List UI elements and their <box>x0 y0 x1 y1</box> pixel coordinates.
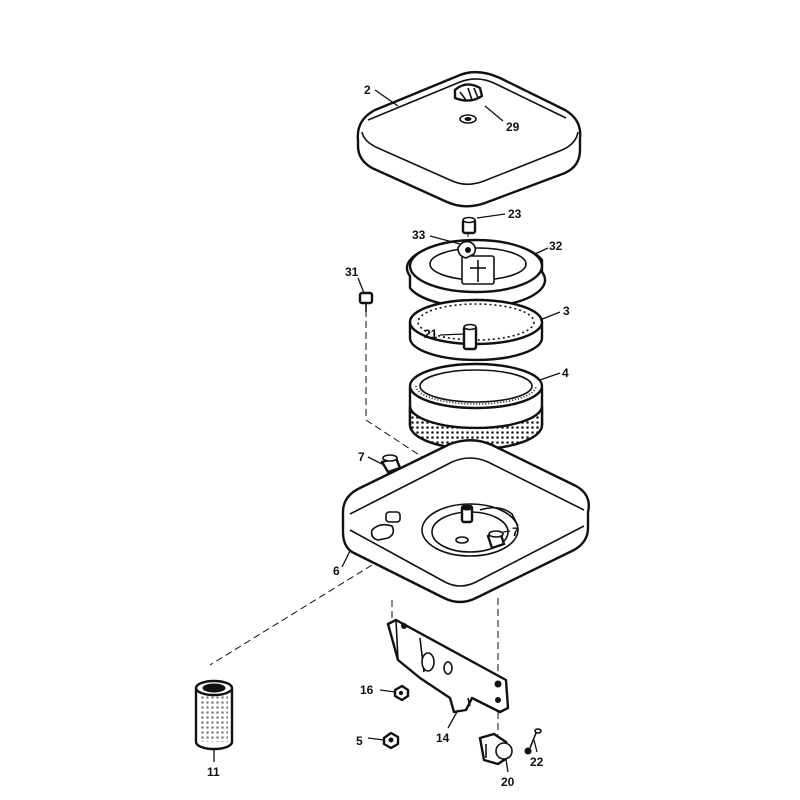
screw <box>358 291 374 312</box>
callout-7-lower: 7 <box>512 525 519 539</box>
callout-6: 6 <box>333 564 340 578</box>
callout-11: 11 <box>207 765 220 779</box>
spacer <box>461 216 477 235</box>
clip <box>457 240 477 259</box>
stud <box>462 323 478 351</box>
filter-top-ring <box>405 238 547 309</box>
callout-20: 20 <box>501 775 515 789</box>
base-stud <box>460 504 474 524</box>
callout-31: 31 <box>345 265 359 279</box>
callout-29: 29 <box>506 120 520 134</box>
callout-23: 23 <box>508 207 522 221</box>
leader-lines <box>213 89 561 773</box>
callout-22: 22 <box>530 755 544 769</box>
callout-5: 5 <box>356 734 363 748</box>
callout-33: 33 <box>412 228 426 242</box>
bolt-upper <box>380 454 402 474</box>
callout-7-upper: 7 <box>358 450 365 464</box>
switch-screw <box>524 728 542 755</box>
wing-nut <box>453 83 484 124</box>
bolt-lower <box>486 530 506 550</box>
callout-3: 3 <box>563 304 570 318</box>
callout-21: 21 <box>424 327 438 341</box>
air-cleaner-cover <box>356 70 582 208</box>
callout-14: 14 <box>436 731 450 745</box>
hex-nut-small <box>393 684 410 702</box>
callout-32: 32 <box>549 239 563 253</box>
callout-4: 4 <box>562 366 569 380</box>
callout-numbers: 2 29 23 33 32 31 3 21 4 7 7 6 16 5 14 11… <box>207 83 570 789</box>
callout-16: 16 <box>360 683 374 697</box>
hex-nut-large <box>382 731 400 750</box>
restriction-switch <box>478 732 513 766</box>
hose <box>194 679 234 751</box>
callout-2: 2 <box>364 83 371 97</box>
filter-element <box>408 362 544 451</box>
mounting-bracket <box>386 618 510 714</box>
